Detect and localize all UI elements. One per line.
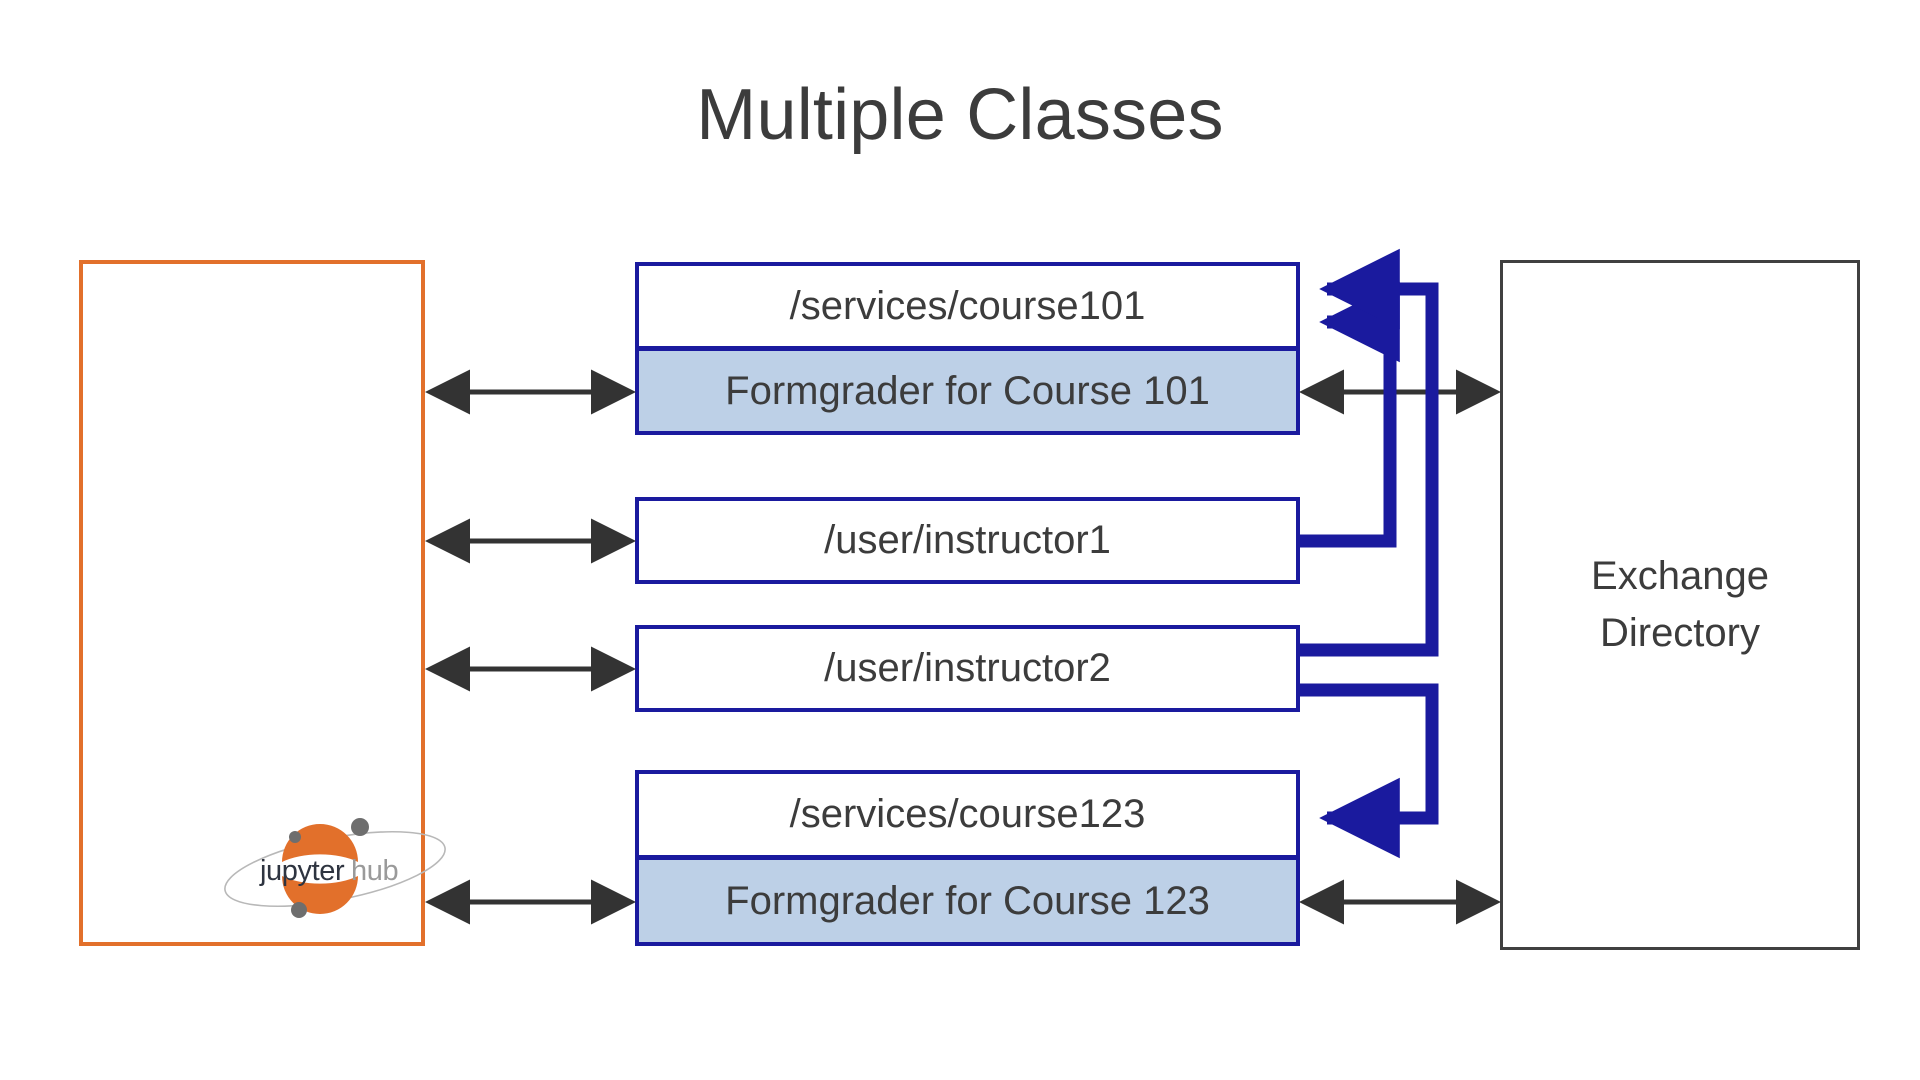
formgrader-box-course101[interactable]: Formgrader for Course 101: [635, 348, 1300, 435]
exchange-directory-panel: Exchange Directory: [1500, 260, 1860, 950]
service-box-course101[interactable]: /services/course101: [635, 262, 1300, 349]
jupyterhub-logo: jupyter hub: [218, 812, 453, 927]
service-box-course123[interactable]: /services/course123: [635, 770, 1300, 858]
user-box-instructor1[interactable]: /user/instructor1: [635, 497, 1300, 584]
jupyterhub-panel: jupyter hub: [79, 260, 446, 946]
connector-instructor1-to-course101: [1300, 281, 1400, 548]
page-title: Multiple Classes: [696, 75, 1224, 155]
formgrader-box-course123[interactable]: Formgrader for Course 123: [635, 857, 1300, 946]
exchange-directory-label: Exchange Directory: [1591, 554, 1769, 655]
svg-text:hub: hub: [351, 855, 398, 887]
user-box-instructor2[interactable]: /user/instructor2: [635, 625, 1300, 712]
connector-instructor2-to-course123: [1300, 683, 1439, 859]
connector-instructor2-to-course101: [1300, 248, 1439, 657]
svg-text:jupyter: jupyter: [259, 855, 345, 887]
